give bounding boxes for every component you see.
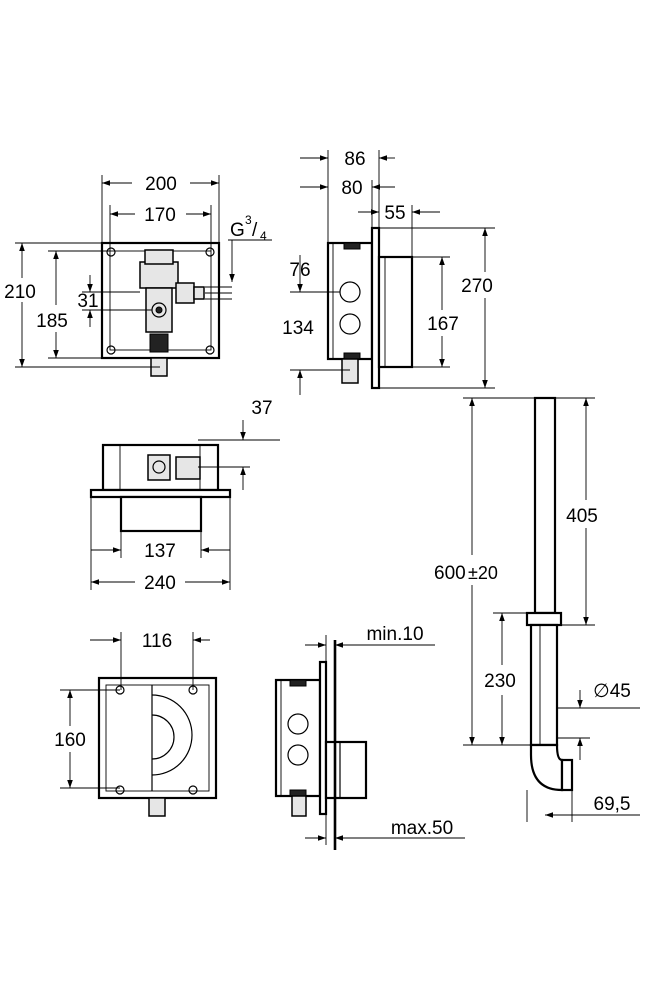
dim-200: 200	[145, 174, 177, 195]
dim-thread-slash: /	[252, 220, 258, 241]
dim-170: 170	[144, 205, 176, 226]
dim-600-tol: ±20	[468, 563, 498, 583]
dim-min10: min.10	[366, 624, 423, 645]
dim-31: 31	[77, 291, 98, 312]
dim-86: 86	[344, 149, 365, 170]
side-wall-view	[274, 640, 368, 850]
front-view	[100, 241, 232, 377]
dim-405: 405	[566, 506, 598, 527]
dim-230: 230	[484, 671, 516, 692]
dim-55: 55	[384, 203, 405, 224]
dim-185: 185	[36, 311, 68, 332]
side-view	[326, 226, 414, 390]
dim-240: 240	[144, 573, 176, 594]
flush-pipe	[525, 396, 574, 792]
dim-80: 80	[341, 178, 362, 199]
dim-137: 137	[144, 541, 176, 562]
dim-max50: max.50	[391, 818, 453, 839]
dim-thread-den: 4	[260, 229, 267, 243]
dim-76: 76	[289, 260, 310, 281]
dim-116: 116	[142, 631, 172, 652]
front-cover-view	[97, 676, 218, 817]
dim-thread-g: G	[230, 220, 245, 241]
dim-210: 210	[4, 282, 36, 303]
dim-160: 160	[54, 730, 86, 751]
dim-diameter-45: ∅45	[593, 681, 631, 702]
dim-167: 167	[427, 314, 459, 335]
dim-thread-num: 3	[245, 213, 252, 227]
dim-134: 134	[282, 318, 314, 339]
dim-69-5: 69,5	[594, 794, 631, 815]
dim-600: 600	[434, 563, 466, 584]
dim-270: 270	[461, 276, 493, 297]
top-view	[89, 443, 232, 533]
dim-37: 37	[251, 398, 272, 419]
